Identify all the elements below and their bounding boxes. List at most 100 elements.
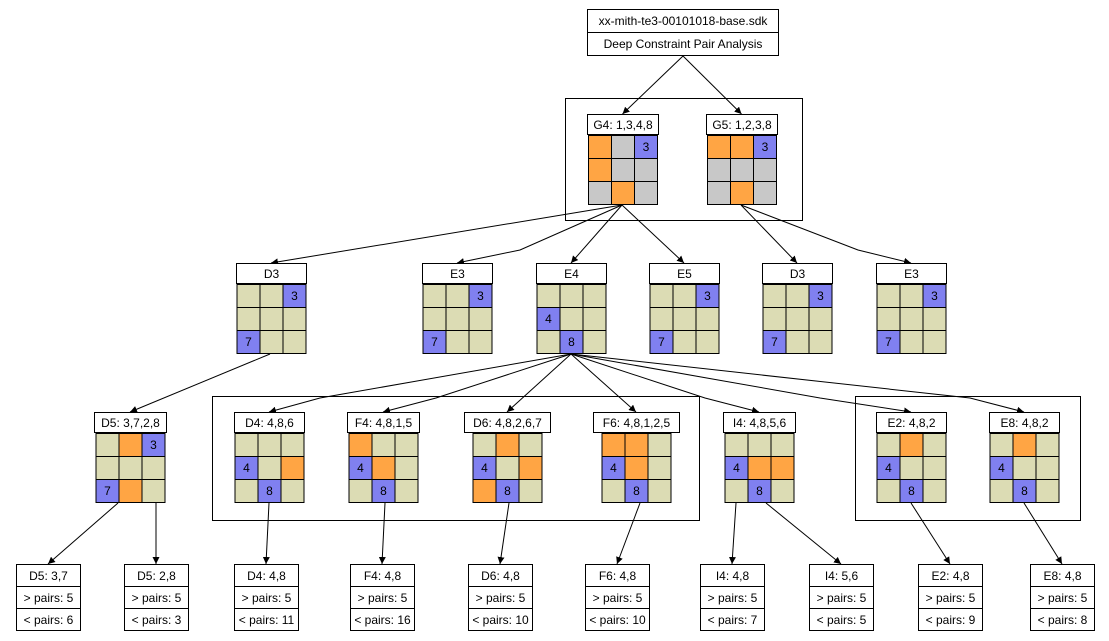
leaf-gt: > pairs: 5 [1038, 591, 1088, 605]
grid-cell [922, 330, 947, 354]
grid-cell [922, 456, 947, 480]
grid-cell [371, 456, 396, 480]
grid-node-label: E2: 4,8,2 [887, 416, 935, 430]
tree-edge [456, 204, 623, 266]
grid-cell [601, 433, 626, 457]
grid-cell-digit: 7 [885, 335, 892, 349]
grid-cell [899, 284, 924, 308]
tree-edge [382, 353, 572, 414]
tree-edge [570, 353, 637, 413]
grid-node-d4: D4: 4,8,648 [234, 412, 305, 503]
grid-cell [808, 330, 833, 354]
grid-cell [876, 479, 901, 503]
leaf-lt: < pairs: 10 [589, 613, 646, 627]
grid-node-label: D5: 3,7,2,8 [101, 416, 160, 430]
leaf-gt: > pairs: 5 [476, 591, 526, 605]
tree-edge [616, 502, 641, 565]
tree-edge [378, 502, 386, 565]
grid-cell [371, 433, 396, 457]
grid-cell-digit: 3 [291, 289, 298, 303]
grid-node-f4: F4: 4,8,1,548 [347, 412, 420, 503]
leaf-gt: > pairs: 5 [926, 591, 976, 605]
grid-cell [899, 307, 924, 331]
grid-cell [588, 158, 612, 182]
grid-cell [601, 479, 626, 503]
cluster-frame-e2-e8 [855, 396, 1081, 521]
grid-cell [1012, 456, 1037, 480]
grid-cell [1035, 433, 1060, 457]
leaf-node-l6: F6: 4,8> pairs: 5< pairs: 10 [585, 564, 650, 631]
grid-cell [118, 433, 143, 457]
grid-cell [672, 307, 697, 331]
grid-node-d6: D6: 4,8,2,6,748 [464, 412, 551, 503]
leaf-node-l8: I4: 5,6> pairs: 5< pairs: 5 [809, 564, 874, 631]
grid-cell-digit: 3 [931, 289, 938, 303]
grid-node-label: D3 [264, 267, 280, 281]
grid-cell [445, 307, 470, 331]
grid-node-label: F6: 4,8,1,2,5 [603, 416, 671, 430]
leaf-lt: < pairs: 9 [926, 613, 976, 627]
grid-node-label: E8: 4,8,2 [1000, 416, 1048, 430]
leaf-node-l5: D6: 4,8> pairs: 5< pairs: 10 [468, 564, 533, 631]
leaf-node-l7: I4: 4,8> pairs: 5< pairs: 7 [700, 564, 765, 631]
grid-cell [141, 479, 166, 503]
leaf-node-l10: E8: 4,8> pairs: 5< pairs: 8 [1030, 564, 1095, 631]
tree-edge [497, 502, 510, 565]
grid-cell [259, 307, 284, 331]
tree-edge [621, 204, 685, 264]
tree-edge [910, 502, 951, 565]
grid-cell [588, 135, 612, 159]
grid-node-label: G5: 1,2,3,8 [712, 118, 772, 132]
grid-cell [141, 456, 166, 480]
grid-cell-digit: 3 [762, 140, 769, 154]
root-subtitle: Deep Constraint Pair Analysis [604, 37, 763, 51]
grid-cell [672, 330, 697, 354]
leaf-gt: > pairs: 5 [24, 591, 74, 605]
leaf-node-l2: D5: 2,8> pairs: 5< pairs: 3 [124, 564, 189, 631]
grid-cell [582, 307, 607, 331]
grid-cell [770, 456, 795, 480]
grid-cell [536, 284, 561, 308]
grid-cell-digit: 4 [545, 312, 552, 326]
grid-cell [348, 479, 373, 503]
grid-cell [753, 181, 777, 205]
grid-cell-digit: 8 [504, 484, 511, 498]
leaf-gt: > pairs: 5 [817, 591, 867, 605]
grid-cell [234, 479, 259, 503]
grid-cell [282, 330, 307, 354]
grid-cell [118, 456, 143, 480]
grid-cell [582, 330, 607, 354]
grid-cell [730, 158, 754, 182]
leaf-title: I4: 4,8 [716, 569, 750, 583]
tree-edge [682, 55, 742, 115]
tree-edge [1023, 502, 1063, 565]
grid-cell [445, 330, 470, 354]
grid-node-label: G4: 1,3,4,8 [593, 118, 653, 132]
grid-cell [747, 433, 772, 457]
root-title: xx-mith-te3-00101018-base.sdk [599, 14, 769, 28]
tree-edge [570, 353, 912, 415]
grid-cell-digit: 3 [817, 289, 824, 303]
tree-edge [47, 502, 119, 565]
grid-node-label: E3 [450, 267, 465, 281]
grid-cell [624, 456, 649, 480]
grid-node-label: F4: 4,8,1,5 [355, 416, 413, 430]
tree-edge [129, 353, 271, 413]
grid-cell [707, 181, 731, 205]
grid-cell-digit: 8 [756, 484, 763, 498]
tree-edge [570, 204, 623, 264]
grid-cell [257, 456, 282, 480]
leaf-gt: > pairs: 5 [593, 591, 643, 605]
grid-cell [695, 330, 720, 354]
grid-cell [1035, 456, 1060, 480]
grid-cell [922, 479, 947, 503]
grid-cell [647, 456, 672, 480]
grid-node-label: E3 [904, 267, 919, 281]
leaf-title: I4: 5,6 [825, 569, 859, 583]
grid-cell [785, 330, 810, 354]
tree-edge [740, 204, 912, 265]
leaf-lt: < pairs: 6 [24, 613, 74, 627]
leaf-node-l4: F4: 4,8> pairs: 5< pairs: 16 [350, 564, 415, 631]
